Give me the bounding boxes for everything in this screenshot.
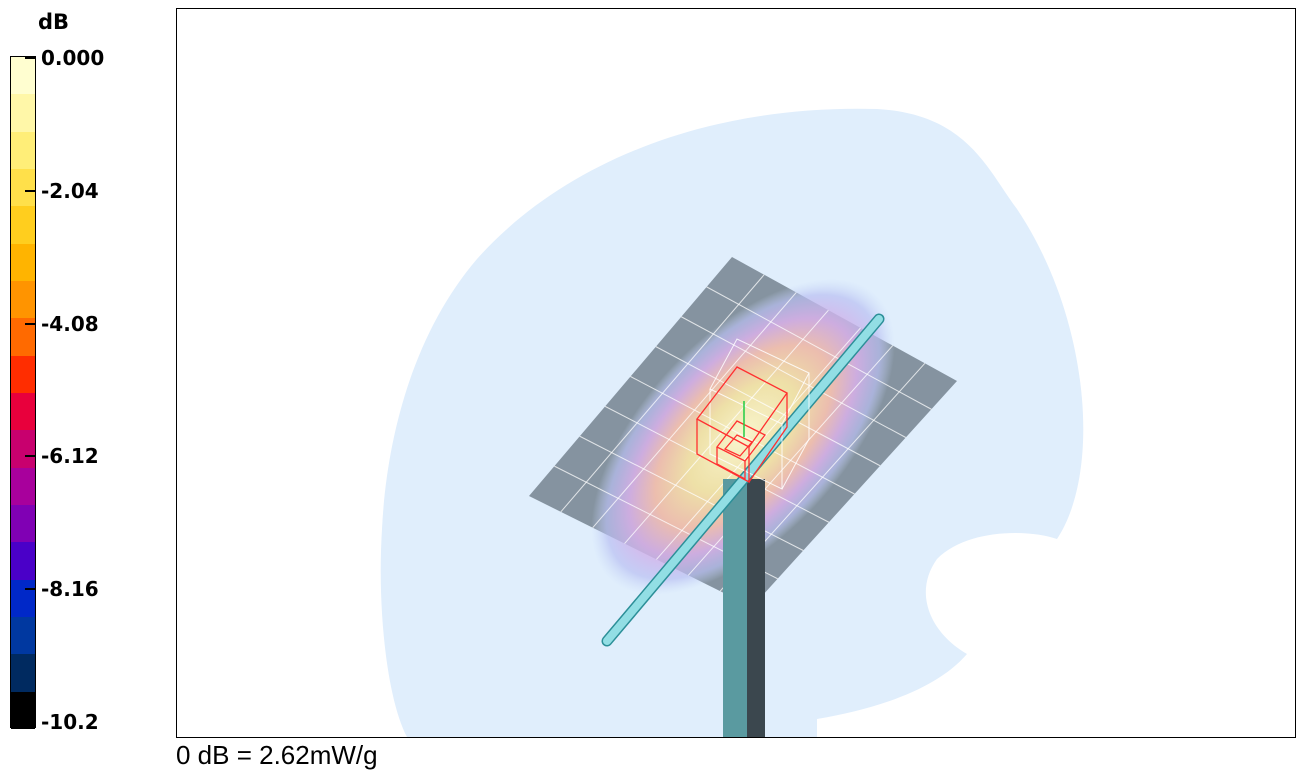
colorbar-band <box>11 617 35 655</box>
sar-3d-viewport[interactable] <box>176 8 1296 738</box>
colorbar-band <box>11 467 35 506</box>
dipole-antenna <box>601 313 885 647</box>
colorbar-band <box>11 281 35 319</box>
plate-grid-line <box>655 346 881 467</box>
plate-grid-line <box>706 286 932 410</box>
colorbar-band <box>11 355 35 394</box>
sar-hotspot <box>591 278 895 596</box>
sar-scene <box>380 108 1084 737</box>
colorbar-band <box>11 131 35 170</box>
colorbar-tick <box>25 189 35 192</box>
colorbar-band <box>11 206 35 245</box>
colorbar-tick <box>25 455 35 458</box>
colorbar-band <box>11 94 35 133</box>
colorbar-tick-label: -8.16 <box>41 577 99 602</box>
probe-outer-frame <box>709 338 810 490</box>
colorbar-band <box>11 691 35 730</box>
plate-grid-line <box>579 435 804 551</box>
colorbar-band <box>11 505 35 543</box>
colorbar-band <box>11 393 35 431</box>
colorbar-tick-label: -6.12 <box>41 444 99 469</box>
colorbar-tick-label: -10.2 <box>41 710 99 734</box>
colorbar-tick-label: -2.04 <box>41 178 99 203</box>
reference-level-note: 0 dB = 2.62mW/g <box>176 740 378 770</box>
colorbar-tick <box>25 588 35 591</box>
colorbar-tick-label: -4.08 <box>41 311 99 336</box>
colorbar-band <box>11 243 35 282</box>
colorbar-band <box>11 542 35 581</box>
probe-frame <box>696 366 788 484</box>
colorbar-band <box>11 579 35 618</box>
colorbar-tick-label: 0.000 <box>41 46 105 70</box>
support-post <box>723 479 765 737</box>
colorbar-tick <box>25 57 35 59</box>
colorbar-unit-label: dB <box>38 10 70 34</box>
colorbar-band <box>11 57 35 95</box>
colorbar-band <box>11 318 35 357</box>
plate-grid-line <box>681 316 906 438</box>
colorbar-legend <box>10 56 36 730</box>
colorbar-band <box>11 169 35 207</box>
colorbar-band <box>11 654 35 693</box>
colorbar-band <box>11 430 35 469</box>
colorbar-tick <box>25 721 35 723</box>
plate-grid-line <box>630 376 855 495</box>
colorbar-tick <box>25 322 35 325</box>
